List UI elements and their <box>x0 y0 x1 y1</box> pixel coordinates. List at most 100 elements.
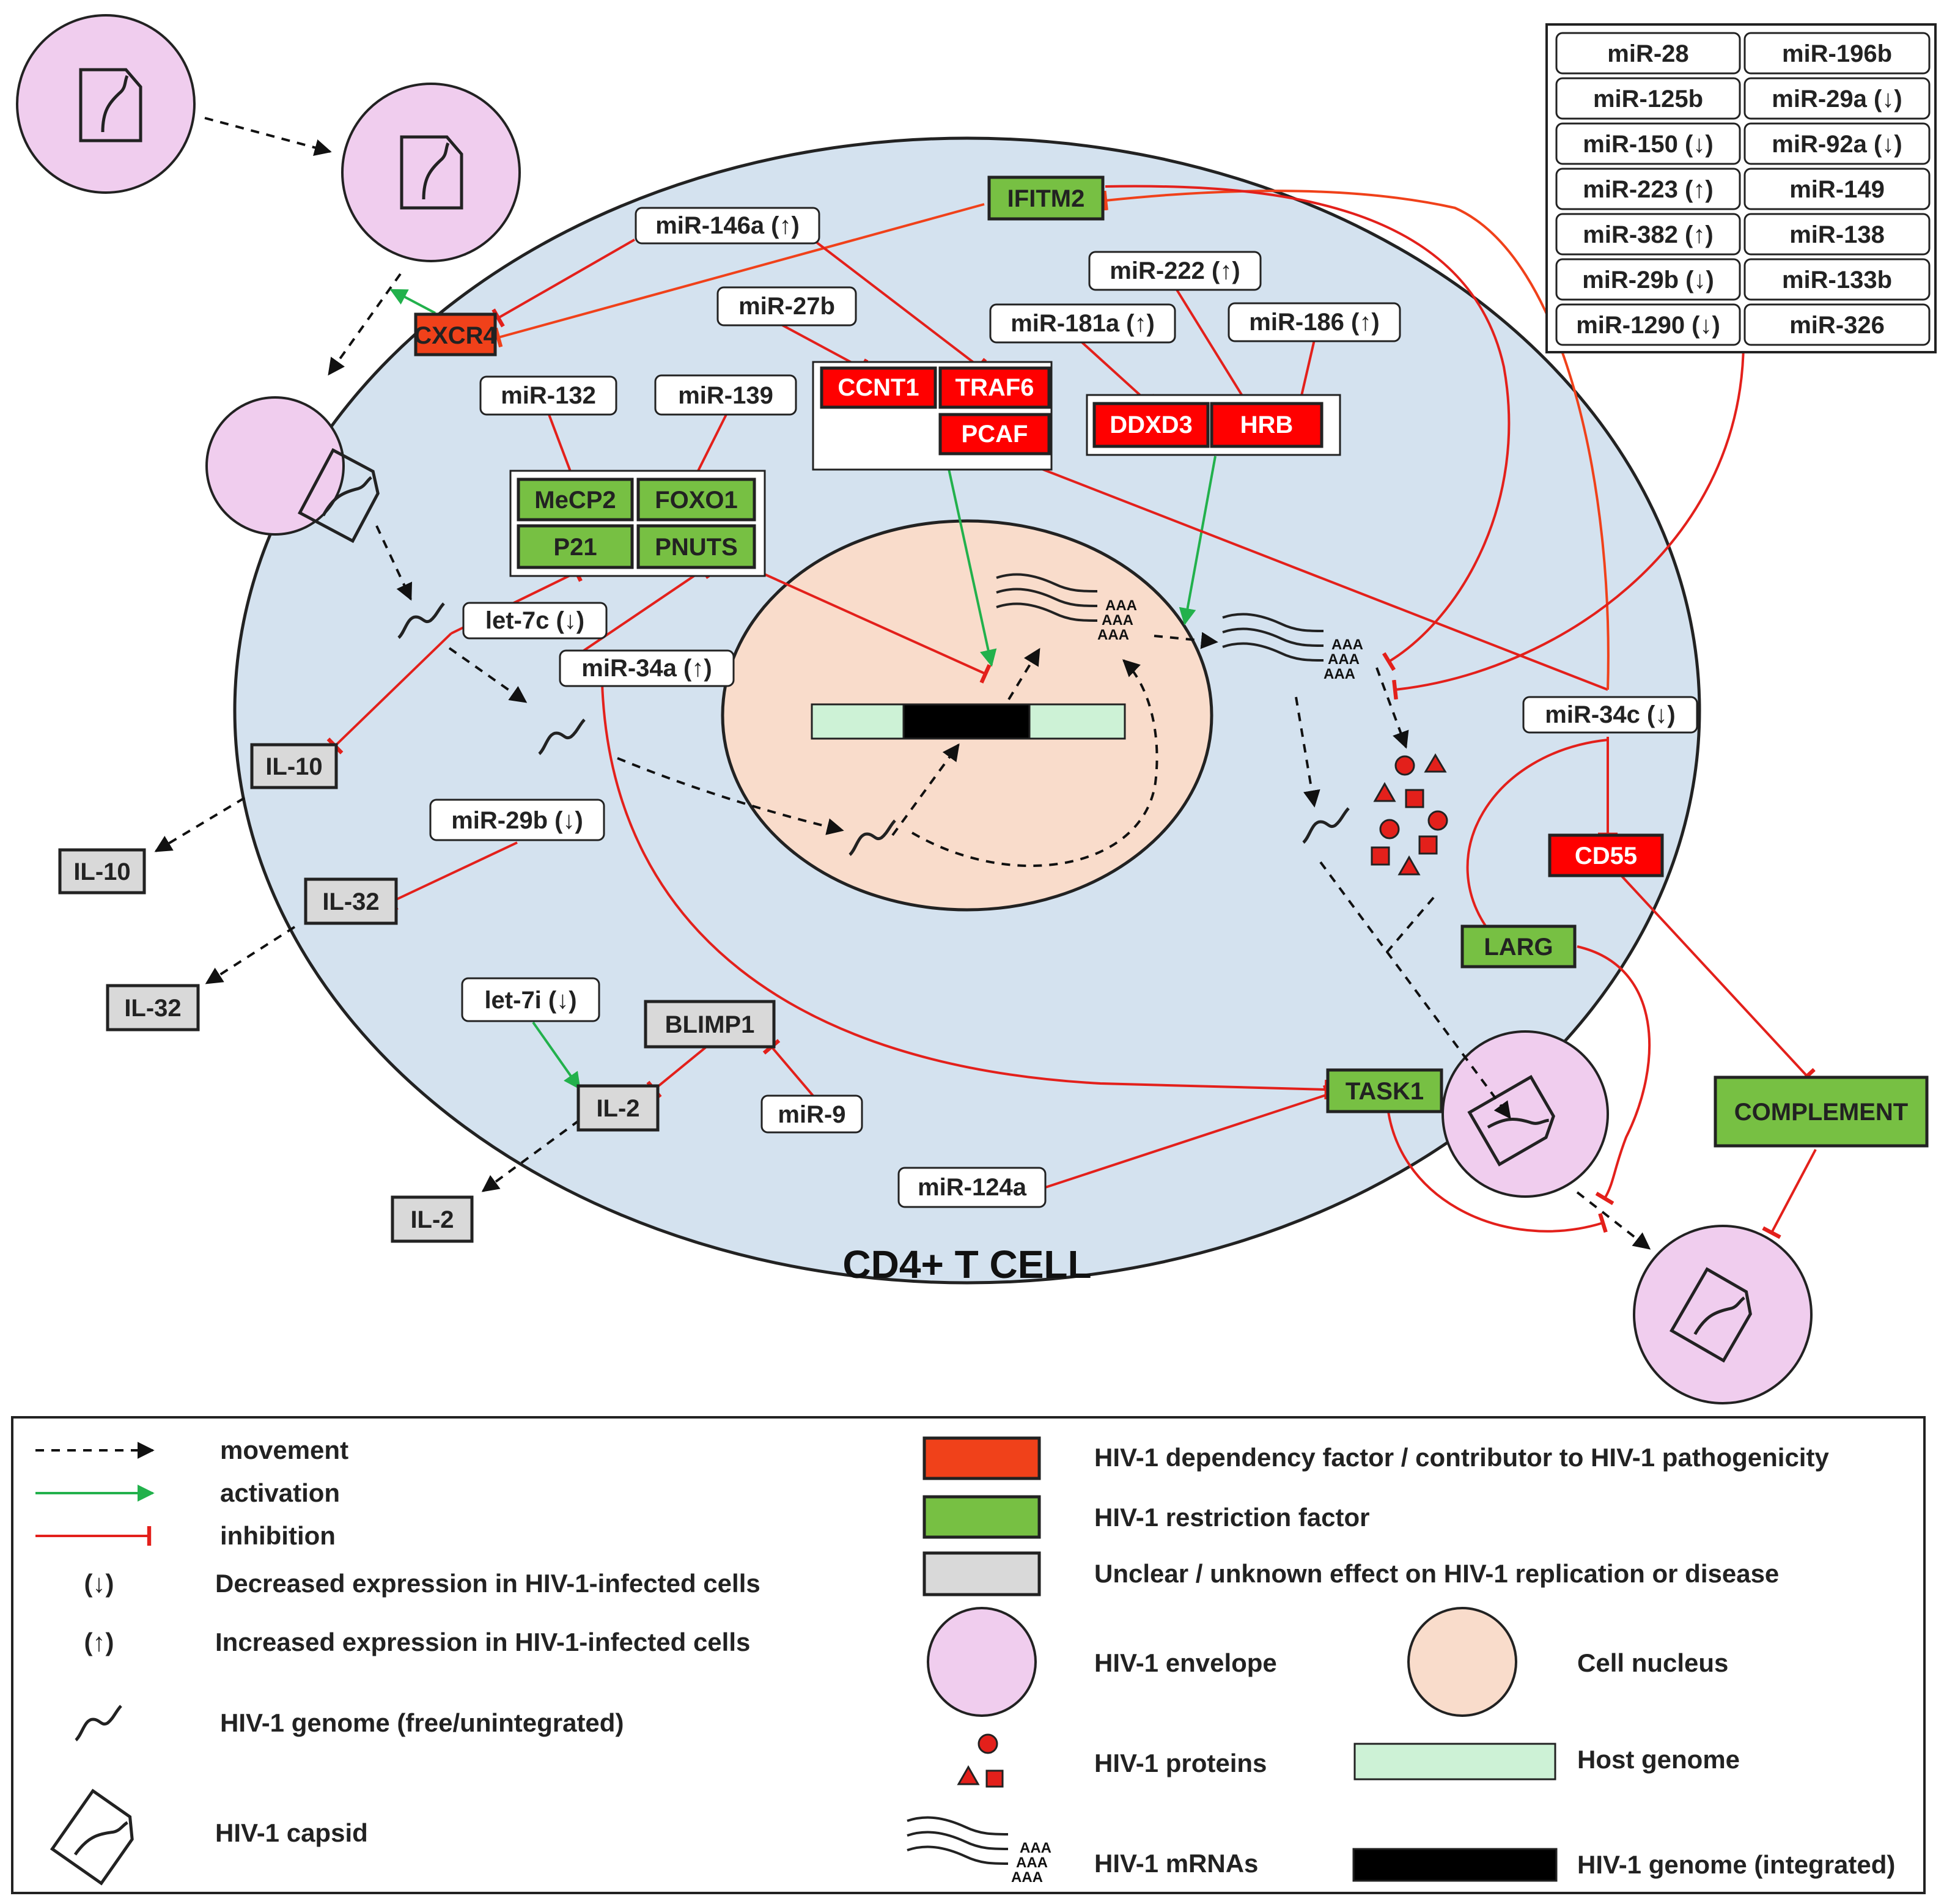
mirna-table-label: miR-125b <box>1593 86 1703 113</box>
complement-label: COMPLEMENT <box>1734 1099 1908 1126</box>
cell-label: CD4+ T CELL <box>842 1242 1091 1286</box>
factor-il32-outer: IL-32 <box>106 984 200 1031</box>
legend-envelope-label: HIV-1 envelope <box>1094 1648 1277 1677</box>
legend-host-genome-swatch <box>1353 1743 1556 1780</box>
mirna-table-cell <box>1743 303 1931 346</box>
il2-inner-label: IL-2 <box>596 1095 639 1122</box>
aaa-label: AAA <box>1331 637 1363 653</box>
legend-dependency-swatch <box>922 1436 1041 1480</box>
mirna-table-cell <box>1743 77 1931 120</box>
il10-inner-label: IL-10 <box>265 753 322 780</box>
legend-dependency-label: HIV-1 dependency factor / contributor to… <box>1094 1443 1829 1472</box>
mirna-9: miR-9 <box>760 1094 863 1134</box>
legend-proteins-label: HIV-1 proteins <box>1094 1749 1267 1777</box>
foxo1-label: FOXO1 <box>655 487 738 514</box>
hiv-proteins-cluster <box>1371 753 1448 876</box>
legend-genome-free-label: HIV-1 genome (free/unintegrated) <box>220 1708 624 1737</box>
hrb-label: HRB <box>1240 411 1294 438</box>
mirna-table-cell <box>1743 258 1931 301</box>
aaa-label: AAA <box>1102 612 1133 629</box>
mirna-table-label: miR-150 (↓) <box>1583 131 1713 158</box>
legend-down-symbol: (↓) <box>84 1569 114 1598</box>
factor-foxo1: FOXO1 <box>636 478 756 522</box>
legend-unclear-swatch <box>922 1551 1041 1596</box>
hiv-envelope-outer-1 <box>16 14 196 194</box>
mir34a-label: miR-34a (↑) <box>581 655 712 682</box>
ddxd3-label: DDXD3 <box>1110 411 1193 438</box>
mir34c-label: miR-34c (↓) <box>1545 701 1675 728</box>
aaa-label: AAA <box>1105 597 1137 614</box>
let7c-label: let-7c (↓) <box>485 607 584 634</box>
mir132-label: miR-132 <box>501 382 596 409</box>
factor-cd55: CD55 <box>1548 833 1664 877</box>
ccnt1-label: CCNT1 <box>838 374 919 401</box>
factor-il10-outer: IL-10 <box>58 848 146 895</box>
mirna-table-label: miR-92a (↓) <box>1772 131 1902 158</box>
host-genome-right <box>1028 703 1126 740</box>
mir146a-label: miR-146a (↑) <box>655 212 800 239</box>
mirna-table-cell <box>1555 213 1741 256</box>
aaa-label: AAA <box>1016 1854 1048 1871</box>
factor-il32-inner: IL-32 <box>304 877 398 925</box>
mirna-27b: miR-27b <box>716 286 857 327</box>
mirna-table-cell <box>1743 32 1931 75</box>
factor-blimp1: BLIMP1 <box>644 1000 776 1049</box>
mirna-table-label: miR-223 (↑) <box>1583 176 1713 203</box>
legend-inhibition-label: inhibition <box>220 1521 336 1550</box>
aaa-label: AAA <box>1324 666 1355 682</box>
mirna-124a: miR-124a <box>897 1167 1047 1208</box>
il32-outer-label: IL-32 <box>124 995 181 1022</box>
legend-activation-label: activation <box>220 1478 340 1507</box>
mirna-table-label: miR-29a (↓) <box>1772 86 1902 113</box>
mirna-table-label: miR-138 <box>1789 221 1885 248</box>
il32-inner-label: IL-32 <box>322 888 379 915</box>
mirna-table-label: miR-382 (↑) <box>1583 221 1713 248</box>
factor-pnuts: PNUTS <box>636 524 756 569</box>
mirna-table-label: miR-1290 (↓) <box>1576 312 1720 339</box>
factor-il10-inner: IL-10 <box>250 743 338 789</box>
pnuts-label: PNUTS <box>655 534 738 561</box>
mir29b-label: miR-29b (↓) <box>451 807 583 834</box>
factor-larg: LARG <box>1460 924 1577 969</box>
mirna-table-label: miR-196b <box>1782 40 1892 67</box>
mecp2-label: MeCP2 <box>534 487 616 514</box>
legend-down-label: Decreased expression in HIV-1-infected c… <box>215 1569 760 1598</box>
host-genome-left <box>811 703 905 740</box>
legend-host-genome-label: Host genome <box>1577 1745 1740 1774</box>
cxcr4-label: CXCR4 <box>414 322 497 349</box>
mirna-table-cell <box>1743 213 1931 256</box>
mirna-table-cell <box>1743 168 1931 210</box>
legend: movement activation inhibition (↓) Decre… <box>11 1416 1926 1894</box>
mirna-34c: miR-34c (↓) <box>1522 696 1698 734</box>
cd55-label: CD55 <box>1575 843 1637 869</box>
hiv-envelope-released <box>1633 1225 1813 1404</box>
mirna-181a: miR-181a (↑) <box>989 303 1176 344</box>
legend-up-label: Increased expression in HIV-1-infected c… <box>215 1628 750 1656</box>
legend-unclear-label: Unclear / unknown effect on HIV-1 replic… <box>1094 1559 1779 1588</box>
legend-genome-integrated-swatch <box>1352 1848 1558 1882</box>
legend-envelope-swatch <box>927 1607 1037 1717</box>
legend-nucleus-label: Cell nucleus <box>1577 1648 1728 1677</box>
factor-mecp2: MeCP2 <box>517 478 634 522</box>
task1-label: TASK1 <box>1346 1078 1424 1105</box>
movement-arrows <box>154 117 1651 1250</box>
mir222-label: miR-222 (↑) <box>1110 257 1240 284</box>
legend-proteins-icon <box>957 1733 1004 1788</box>
mirna-let7i: let-7i (↓) <box>461 977 600 1022</box>
mir124a-label: miR-124a <box>918 1174 1027 1201</box>
mirna-222: miR-222 (↑) <box>1088 251 1262 291</box>
legend-mrnas-label: HIV-1 mRNAs <box>1094 1849 1258 1878</box>
pcaf-label: PCAF <box>962 421 1028 448</box>
mirna-table-cell <box>1555 122 1741 165</box>
mirna-146a: miR-146a (↑) <box>635 207 820 245</box>
factor-ddxd3: DDXD3 <box>1092 402 1210 448</box>
mir139-label: miR-139 <box>678 382 773 409</box>
hiv-envelope-entering <box>205 396 345 536</box>
factor-cxcr4: CXCR4 <box>414 312 498 356</box>
let7i-label: let-7i (↓) <box>484 987 576 1014</box>
mirna-table-cell <box>1555 168 1741 210</box>
p21-label: P21 <box>553 534 597 561</box>
blimp1-label: BLIMP1 <box>665 1011 755 1038</box>
